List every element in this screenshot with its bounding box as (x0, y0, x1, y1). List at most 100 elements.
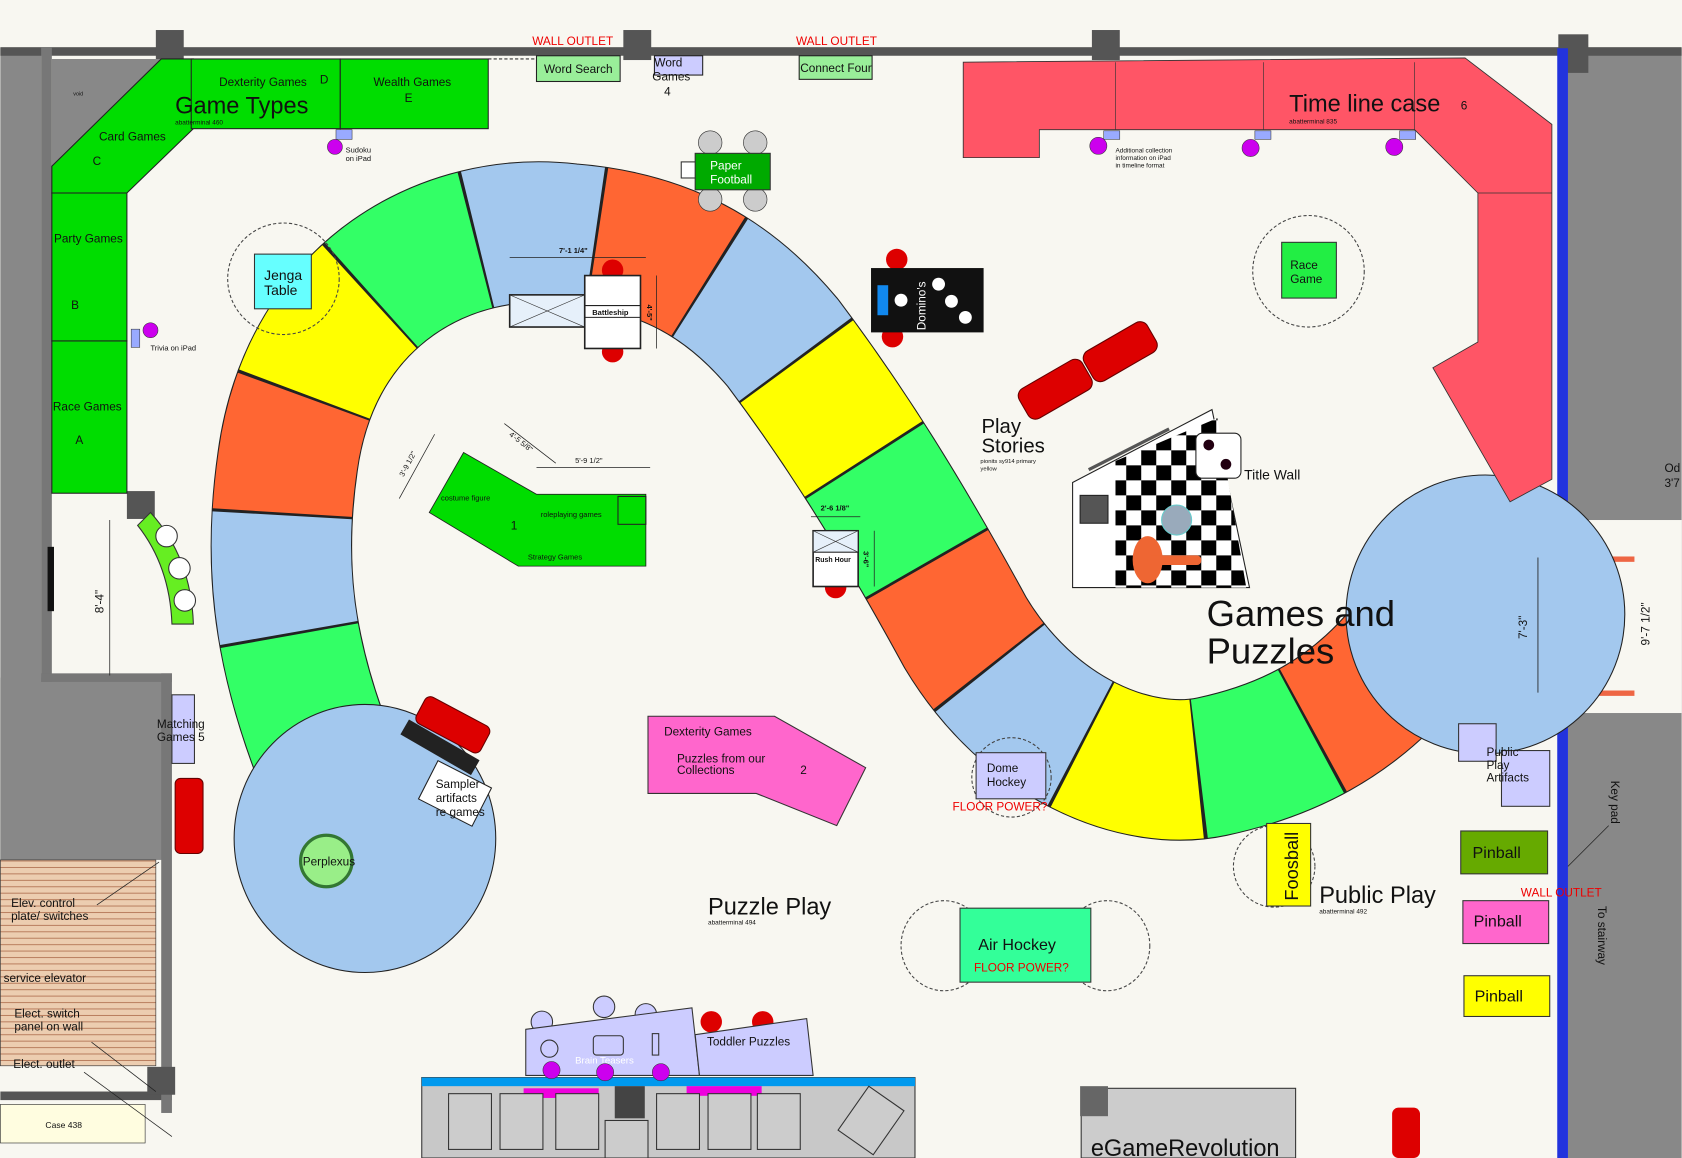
station-paper-football[interactable]: Paper Football (680, 130, 771, 212)
die-icon (1195, 432, 1242, 479)
paper-football-label-2: Football (710, 173, 752, 186)
matching-label-1: Matching (157, 718, 205, 731)
dimension-line (398, 434, 435, 499)
domino-pip (894, 293, 908, 307)
ipad-icon (1399, 130, 1416, 140)
station-air-hockey[interactable]: Air Hockey FLOOR POWER? (900, 900, 1151, 992)
void-label: void (73, 91, 83, 97)
ipad-stool-icon (542, 1061, 561, 1079)
station-rush-hour[interactable]: Rush Hour 2'-6 1/8" 3'-6" (810, 503, 875, 599)
sampler-label-3: re games (436, 806, 485, 819)
case-word-search (535, 55, 621, 83)
station-dominos[interactable]: Domino's (871, 248, 984, 348)
play-stories-note-1: pionits sy914 primary (980, 459, 1036, 465)
timeline-ipad-label-3: in timeline format (1115, 162, 1164, 169)
station-dome-hockey[interactable]: Dome Hockey FLOOR POWER? (953, 737, 1052, 818)
battleship-table (583, 274, 642, 350)
station-race-game[interactable]: Race Game (1252, 214, 1365, 328)
board-space (211, 162, 1459, 840)
pinball-label: Pinball (1475, 987, 1523, 1005)
toddler-puzzles-label: Toddler Puzzles (707, 1035, 790, 1048)
service-elevator-area (0, 859, 157, 1067)
column (623, 30, 652, 61)
word-games-label-1: Word (654, 56, 682, 69)
stool-icon (743, 187, 768, 212)
cross-line (509, 294, 585, 328)
center-dim-c: 5'-9 1/2" (575, 456, 603, 465)
pinball-machine[interactable]: Pinball (1463, 975, 1551, 1018)
stool-icon (698, 130, 723, 155)
domino-pip (958, 310, 972, 324)
timeline-title: Time line case (1289, 91, 1440, 117)
public-artifacts-label-1: Public (1486, 746, 1518, 759)
bench-red (415, 696, 491, 754)
leader-line (83, 1071, 173, 1137)
game-piece-icon (1161, 504, 1193, 536)
case-race-games (51, 340, 128, 494)
public-artifacts-label-3: Artifacts (1486, 772, 1529, 785)
pawn-base-icon (1147, 555, 1202, 566)
cabinet (448, 1093, 492, 1150)
station-jenga-table[interactable]: Jenga Table (227, 222, 340, 336)
stool-icon (698, 187, 723, 212)
center-number: 1 (511, 520, 518, 533)
pinball-machine[interactable]: Pinball (1462, 900, 1550, 945)
bench-black (400, 719, 480, 776)
wealth-games-label: Wealth Games (374, 76, 452, 89)
elev-control-label-1: Elev. control (11, 897, 75, 910)
cabinet (499, 1093, 544, 1150)
perplexus-station (298, 833, 354, 889)
od-label-1: Od (1664, 462, 1680, 475)
case-438 (0, 1104, 146, 1144)
alcove-right-wall (161, 673, 172, 1113)
case-connect-four (798, 55, 873, 80)
center-label-strategy: Strategy Games (528, 553, 582, 562)
domino-pip (932, 277, 946, 291)
case-matching-games (171, 694, 195, 764)
ipad-timeline[interactable]: Additional collection information on iPa… (1089, 130, 1416, 169)
service-elevator-label: service elevator (4, 972, 87, 985)
ipad-stool-icon (142, 322, 159, 339)
tilted-box (837, 1085, 905, 1156)
air-hockey-label: Air Hockey (978, 936, 1056, 954)
battleship-label: Battleship (592, 308, 629, 317)
key-pad-label: Key pad (1608, 781, 1621, 824)
elect-switch-label-2: panel on wall (14, 1020, 83, 1033)
puzzle-icon (651, 1033, 660, 1056)
case-dexterity-games (190, 58, 341, 130)
games-puzzles-title-2: Puzzles (1207, 631, 1335, 672)
clearance-circle (1232, 825, 1316, 908)
public-play-code: abatterminal 492 (1319, 909, 1367, 916)
dark-column (614, 1086, 645, 1119)
bench-red (174, 777, 204, 855)
elevator-black-strip (47, 546, 54, 612)
alcove-dim: 8'-4" (93, 590, 106, 613)
stool-icon (700, 1011, 722, 1033)
station-battleship[interactable]: Battleship 7'-1 1/4" 4'-5" (508, 246, 657, 363)
ipad-sudoku[interactable]: Sudoku on iPad (327, 129, 371, 163)
pinball-table (1462, 900, 1550, 945)
arc-seating (136, 511, 197, 625)
door-dim-2: 9'-7 1/2" (1639, 602, 1652, 645)
column (147, 1066, 176, 1095)
pinball-machine[interactable]: Pinball (1460, 830, 1549, 875)
egame-area (1080, 1087, 1297, 1158)
puzzle-play-title: Puzzle Play (708, 894, 831, 920)
game-types-code: abatterminal 460 (175, 119, 223, 126)
clearance-circle (1063, 900, 1151, 992)
wealth-games-letter: E (405, 92, 413, 105)
station-foosball[interactable]: Foosball (1232, 822, 1316, 908)
left-alcove-block (0, 677, 164, 860)
title-wall[interactable]: Title Wall (1072, 408, 1301, 589)
title-wall-rail (1087, 427, 1170, 472)
party-games-letter: B (71, 299, 79, 312)
public-artifacts-case (1500, 750, 1551, 807)
ipad-trivia[interactable]: Trivia on iPad (130, 322, 196, 353)
timeline-ipad-label-2: information on iPad (1115, 155, 1171, 162)
jenga-label-1: Jenga (264, 267, 302, 283)
dexterity-games-letter: D (320, 74, 329, 87)
bottom-counter (421, 1077, 916, 1158)
trivia-label: Trivia on iPad (150, 344, 196, 353)
air-hockey-table (959, 907, 1092, 983)
die-pip (1203, 439, 1215, 451)
